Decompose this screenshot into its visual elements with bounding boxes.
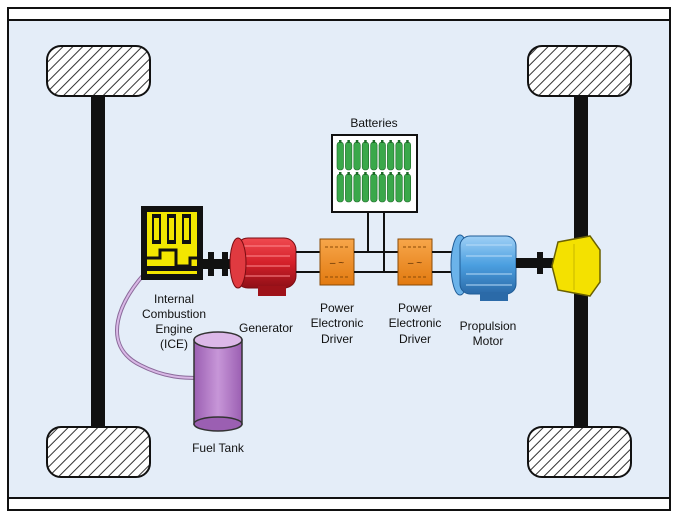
wheel-front-left: [46, 45, 151, 97]
svg-text:Power: Power: [398, 301, 432, 315]
battery-cell-terminal: [381, 172, 384, 175]
fuel-tank: [193, 331, 243, 432]
svg-text:Driver: Driver: [321, 332, 353, 346]
label-generator: Generator: [239, 321, 293, 335]
svg-text:Electronic: Electronic: [389, 316, 442, 330]
svg-text:– ~: – ~: [408, 258, 422, 269]
battery-cell: [370, 141, 378, 171]
label-driver-left: Power Electronic Driver: [311, 301, 364, 346]
battery-cell: [395, 173, 403, 203]
internal-combustion-engine: [141, 206, 203, 280]
svg-text:Electronic: Electronic: [311, 316, 364, 330]
battery-cell: [345, 141, 353, 171]
label-propulsion-motor: Propulsion Motor: [460, 319, 517, 348]
svg-text:Motor: Motor: [473, 334, 504, 348]
battery-cell: [378, 141, 386, 171]
battery-cell: [403, 141, 412, 171]
battery-cell-terminal: [347, 172, 350, 175]
propulsion-motor: [450, 234, 517, 301]
svg-text:– ~: – ~: [330, 258, 344, 269]
battery-pack: [331, 134, 418, 213]
battery-cell-terminal: [397, 140, 401, 143]
battery-cell-terminal: [389, 140, 392, 143]
svg-text:Combustion: Combustion: [142, 307, 206, 321]
battery-cell: [336, 141, 344, 171]
battery-cell-terminal: [339, 172, 342, 175]
battery-cell-terminal: [406, 172, 409, 175]
battery-cell: [395, 141, 403, 171]
battery-cell-terminal: [364, 172, 367, 175]
label-driver-right: Power Electronic Driver: [389, 301, 442, 346]
svg-text:Driver: Driver: [399, 332, 431, 346]
power-electronic-driver-right: – ~: [397, 238, 433, 286]
battery-cell: [361, 141, 370, 171]
left-axle: [91, 82, 105, 437]
battery-cell-terminal: [364, 140, 367, 143]
label-fuel-tank: Fuel Tank: [192, 441, 245, 455]
battery-cell-terminal: [355, 172, 359, 175]
svg-text:Propulsion: Propulsion: [460, 319, 517, 333]
power-electronic-driver-left: – ~: [319, 238, 355, 286]
battery-cell-terminal: [406, 140, 409, 143]
battery-cell: [361, 173, 370, 203]
svg-text:Power: Power: [320, 301, 354, 315]
battery-cell: [353, 173, 361, 203]
battery-cell: [387, 173, 395, 203]
battery-cell: [370, 173, 378, 203]
battery-cell-terminal: [389, 172, 392, 175]
battery-cell-terminal: [372, 140, 376, 143]
svg-text:Engine: Engine: [155, 322, 193, 336]
motor-shaft: [516, 258, 556, 268]
label-batteries: Batteries: [350, 116, 397, 130]
wheel-rear-left: [46, 426, 151, 478]
battery-cell: [403, 173, 412, 203]
battery-cell-terminal: [347, 140, 350, 143]
wheel-rear-right: [527, 426, 632, 478]
svg-text:Internal: Internal: [154, 292, 194, 306]
battery-cell-terminal: [355, 140, 359, 143]
battery-cell: [345, 173, 353, 203]
battery-cell-terminal: [372, 172, 376, 175]
svg-text:(ICE): (ICE): [160, 337, 188, 351]
differential: [551, 235, 601, 297]
generator: [229, 237, 297, 296]
battery-cell: [378, 173, 386, 203]
battery-cell-terminal: [339, 140, 342, 143]
label-ice: Internal Combustion Engine (ICE): [142, 292, 206, 351]
battery-cell: [387, 141, 395, 171]
battery-cell-terminal: [381, 140, 384, 143]
drive-shaft: [200, 259, 236, 269]
battery-cell-terminal: [397, 172, 401, 175]
wheel-front-right: [527, 45, 632, 97]
battery-cell: [336, 173, 344, 203]
battery-cell: [353, 141, 361, 171]
